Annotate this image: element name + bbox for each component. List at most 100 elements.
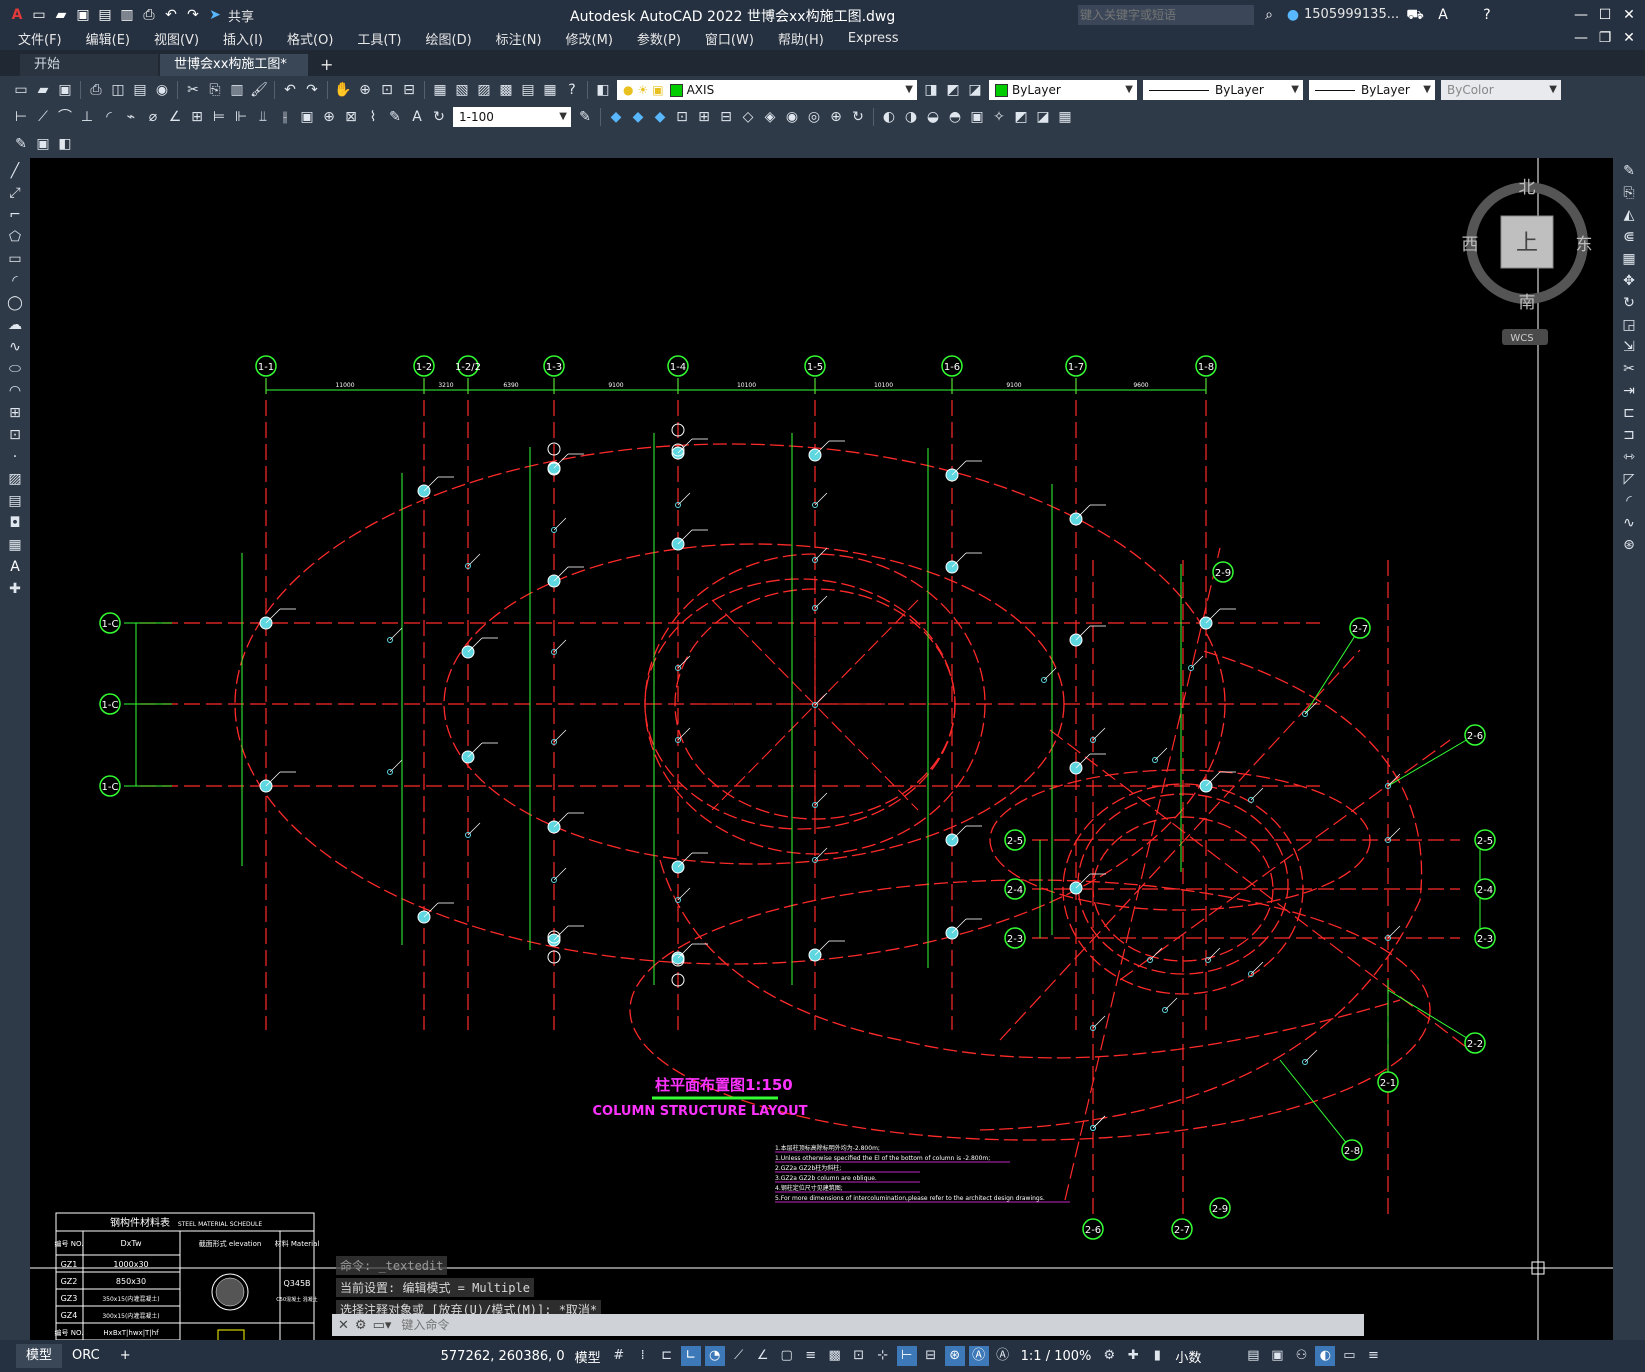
plotstyle-dropdown[interactable]: ByColor ▼ [1441,80,1561,100]
search-box[interactable] [1078,5,1254,25]
undo-icon[interactable]: ↶ [165,7,177,23]
layer-properties-icon[interactable]: ◧ [596,82,610,98]
modeling-box-icon[interactable]: ◆ [610,109,622,125]
toolpalettes-icon[interactable]: ▨ [477,82,491,98]
make-current-icon[interactable]: ◨ [924,82,938,98]
extend-icon[interactable]: ⇥ [1623,383,1635,399]
sun-icon[interactable]: ☀ [637,83,649,97]
layer-dropdown[interactable]: ● ☀ ▣ AXIS ▼ [617,80,917,100]
mtext-icon[interactable]: A [10,559,20,575]
doc-restore-icon[interactable]: ❐ [1598,30,1612,46]
customization-icon[interactable]: ≡ [1367,1348,1379,1363]
lineweight-icon[interactable]: ≡ [805,1348,817,1363]
sweep-icon[interactable]: ⊟ [720,109,732,125]
autocad-logo-icon[interactable]: A [11,7,23,23]
material-icon[interactable]: ◩ [1014,109,1028,125]
visual-style-4-icon[interactable]: ◓ [948,109,962,125]
dim-angular-icon[interactable]: ∠ [168,109,182,125]
isodraft-icon[interactable]: ⟋ [734,1348,744,1363]
ucs-menu[interactable] [1502,329,1548,345]
ucs-label[interactable]: WCS [1510,333,1533,344]
annotation-visibility-icon[interactable]: Ⓐ [968,1346,989,1366]
union-icon[interactable]: ◈ [764,109,776,125]
graphics-performance-icon[interactable]: ◐ [1315,1346,1336,1366]
spline-icon[interactable]: ∿ [9,339,21,355]
dim-radius-icon[interactable]: ◜ [106,109,112,125]
menu-window[interactable]: 窗口(W) [704,32,754,48]
redo-tb-icon[interactable]: ↷ [306,82,318,98]
sheetset-icon[interactable]: ▩ [499,82,513,98]
calculator-icon[interactable]: ▦ [543,82,557,98]
mirror-icon[interactable]: ◭ [1623,207,1635,223]
units-icon[interactable]: ▮ [1153,1348,1161,1363]
viewcube-north[interactable]: 北 [1519,178,1536,198]
dim-update-icon[interactable]: ↻ [433,109,445,125]
render-icon[interactable]: ▣ [970,109,984,125]
chevron-down-icon[interactable]: ▼ [1125,84,1133,95]
menu-edit[interactable]: 编辑(E) [85,32,130,48]
zoom-realtime-icon[interactable]: ⊕ [359,82,371,98]
model-space-toggle[interactable]: 模型 [574,1350,601,1366]
cut-icon[interactable]: ✂ [187,82,199,98]
gizmo-icon[interactable]: ⊛ [944,1346,965,1366]
gradient-icon[interactable]: ▤ [8,493,22,509]
snap-icon[interactable]: ⁞ [640,1348,645,1363]
chamfer-icon[interactable]: ◸ [1623,471,1635,487]
color-dropdown[interactable]: ByLayer ▼ [989,80,1137,100]
viewcube[interactable]: 上 北 南 东 西 WCS [1462,178,1593,345]
pan-icon[interactable]: ✋ [334,82,352,98]
menu-tools[interactable]: 工具(T) [357,32,402,48]
dim-edit-icon[interactable]: ✎ [389,109,401,125]
array-icon[interactable]: ▦ [1622,251,1636,267]
point-icon[interactable]: · [12,449,18,465]
selection-cycling-icon[interactable]: ⊡ [853,1348,865,1363]
maximize-icon[interactable]: ☐ [1598,7,1612,23]
inspect-icon[interactable]: ⊠ [345,109,357,125]
quick-properties-icon[interactable]: ▤ [1247,1348,1260,1363]
dim-text-edit-icon[interactable]: A [412,109,422,125]
blend-icon[interactable]: ∿ [1623,515,1635,531]
image-icon[interactable]: ▣ [36,136,50,152]
explode-icon[interactable]: ⊛ [1623,537,1635,553]
layout-tab-orc[interactable]: ORC [72,1348,100,1363]
clean-screen-icon[interactable]: ▭ [1343,1348,1356,1363]
close-icon[interactable]: ✕ [1623,7,1635,23]
matchprop-icon[interactable]: 🖌 [250,82,268,98]
modeling-cone-icon[interactable]: ◆ [654,109,666,125]
lock-icon[interactable]: ▣ [652,83,664,97]
tolerance-icon[interactable]: ▣ [300,109,314,125]
layer-state-icon[interactable]: ◪ [968,82,982,98]
share-label[interactable]: 共享 [228,9,255,25]
break-icon[interactable]: ⊐ [1623,427,1635,443]
move-icon[interactable]: ✥ [1623,273,1635,289]
copy-obj-icon[interactable]: ⎘ [1623,185,1635,201]
open-file-icon[interactable]: ▰ [55,7,67,23]
subtract-icon[interactable]: ◉ [785,109,799,125]
loft-icon[interactable]: ◇ [742,109,754,125]
add-layout-icon[interactable]: + [119,1348,131,1363]
insert-block-icon[interactable]: ⊞ [9,405,21,421]
dim-continue-icon[interactable]: ⊩ [234,109,248,125]
visual-style-2-icon[interactable]: ◑ [904,109,918,125]
walk-icon[interactable]: ▦ [1058,109,1072,125]
chevron-down-icon[interactable]: ▼ [1291,84,1299,95]
menu-format[interactable]: 格式(O) [287,32,334,48]
grid-icon[interactable]: # [613,1348,625,1363]
preview-icon[interactable]: ◫ [111,82,125,98]
viewcube-ring[interactable] [1466,182,1588,304]
help-tb-icon[interactable]: ? [568,82,576,98]
command-line[interactable]: ✕ ⚙ ▭▾ [332,1314,1364,1336]
ortho-icon[interactable]: ∟ [680,1346,701,1366]
save-tb-icon[interactable]: ▣ [58,82,72,98]
ellipse-arc-icon[interactable]: ◠ [8,383,22,399]
rotate-icon[interactable]: ↻ [1623,295,1635,311]
make-block-icon[interactable]: ⊡ [9,427,21,443]
menu-help[interactable]: 帮助(H) [777,32,824,48]
scale-icon[interactable]: ◲ [1622,317,1636,333]
osnap-icon[interactable]: ▢ [780,1348,793,1363]
dim-arc-icon[interactable]: ⌒ [58,109,72,125]
viewcube-west[interactable]: 西 [1462,235,1479,255]
annotation-scale[interactable]: 1:1 / 100% [1020,1348,1092,1364]
redo-icon[interactable]: ↷ [187,7,199,23]
visual-style-3-icon[interactable]: ◒ [926,109,940,125]
